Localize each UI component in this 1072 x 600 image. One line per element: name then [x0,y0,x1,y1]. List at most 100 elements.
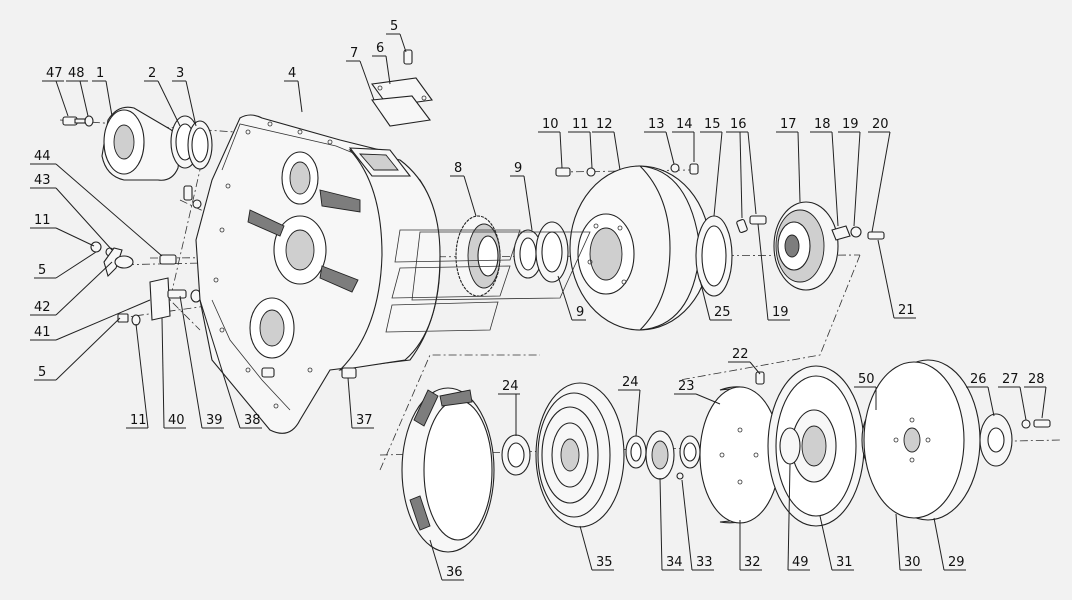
callout-24-left: 24 [498,379,520,436]
svg-text:24: 24 [502,379,519,394]
flange-1 [101,106,213,181]
callout-5-top: 5 [386,19,407,53]
callout-37: 37 [347,377,374,429]
svg-text:37: 37 [356,413,373,428]
svg-text:25: 25 [714,305,731,320]
callout-40: 40 [161,317,186,429]
callout-50: 50 [854,372,877,410]
svg-text:32: 32 [744,555,761,570]
svg-text:39: 39 [206,413,223,428]
callout-26: 26 [966,372,995,417]
svg-text:21: 21 [898,303,915,318]
callout-42: 42 [30,261,113,316]
callout-34: 34 [659,477,684,571]
callout-32: 32 [739,520,762,571]
cover-plate-6-7 [371,49,433,127]
hub-17 [773,201,885,291]
callout-43: 43 [30,173,113,251]
callout-31: 31 [819,515,854,571]
callout-25: 25 [699,279,732,321]
callout-16: 16 [726,117,757,219]
callout-35: 35 [579,525,614,571]
svg-text:16: 16 [730,117,747,132]
callout-1: 1 [92,66,113,117]
callout-39: 39 [179,295,224,429]
svg-text:11: 11 [130,413,147,428]
svg-text:8: 8 [454,161,462,176]
callout-19-top: 19 [838,117,861,227]
parts-24-34-33 [625,430,701,480]
svg-text:20: 20 [872,117,889,132]
callout-15: 15 [700,117,723,217]
callout-5-bottom: 5 [34,317,121,381]
svg-text:19: 19 [842,117,859,132]
callout-17: 17 [776,117,801,203]
callout-23: 23 [674,379,721,405]
callout-27: 27 [998,372,1027,421]
svg-text:4: 4 [288,66,296,81]
callout-21: 21 [877,239,916,319]
svg-text:23: 23 [678,379,695,394]
svg-text:2: 2 [148,66,156,81]
callout-5-mid: 5 [34,251,97,279]
turbine-31 [767,365,865,527]
svg-text:28: 28 [1028,372,1045,387]
callout-20: 20 [868,117,891,233]
svg-text:50: 50 [858,372,875,387]
seal-24-left [501,434,531,476]
svg-text:34: 34 [666,555,683,570]
svg-text:15: 15 [704,117,721,132]
callout-11-mid: 11 [30,213,95,247]
callout-3: 3 [172,66,197,127]
flange-26-28 [979,413,1051,467]
svg-text:41: 41 [34,325,51,340]
callout-18: 18 [810,117,839,227]
callouts: 1 2 3 4 5 6 7 8 9 10 11 12 13 14 15 16 1… [30,19,1047,581]
svg-text:5: 5 [38,365,46,380]
cover-12 [555,163,711,331]
svg-text:9: 9 [514,161,522,176]
callout-44: 44 [30,149,163,257]
svg-text:38: 38 [244,413,261,428]
callout-19-bottom: 19 [757,223,790,321]
svg-text:47: 47 [46,66,63,81]
svg-text:9: 9 [576,305,584,320]
callout-24-right: 24 [618,375,641,437]
svg-text:1: 1 [96,66,104,81]
svg-text:11: 11 [34,213,51,228]
callout-6: 6 [372,41,391,85]
left-fasteners [62,115,202,326]
disk-30-29 [861,359,981,521]
ring-15 [695,215,767,297]
callout-22: 22 [728,347,761,375]
svg-text:11: 11 [572,117,589,132]
svg-text:13: 13 [648,117,665,132]
svg-text:36: 36 [446,565,463,580]
svg-text:7: 7 [350,46,358,61]
drum-32 [699,371,781,524]
callout-47: 47 [42,66,69,117]
svg-text:3: 3 [176,66,184,81]
callout-10: 10 [538,117,563,169]
gear-8 [455,215,569,297]
callout-2: 2 [144,66,181,127]
callout-48: 48 [66,66,89,117]
svg-text:29: 29 [948,555,965,570]
svg-text:17: 17 [780,117,797,132]
svg-text:27: 27 [1002,372,1019,387]
callout-41: 41 [30,299,151,341]
callout-49: 49 [787,463,810,571]
callout-12: 12 [592,117,621,171]
callout-4: 4 [284,66,303,113]
svg-text:22: 22 [732,347,749,362]
callout-7: 7 [346,46,375,101]
svg-text:40: 40 [168,413,185,428]
housing-4 [195,114,441,434]
svg-text:5: 5 [38,263,46,278]
callout-14: 14 [672,117,695,162]
callout-9-bottom: 9 [557,275,586,321]
svg-text:48: 48 [68,66,85,81]
callout-9-top: 9 [510,161,533,231]
svg-text:19: 19 [772,305,789,320]
